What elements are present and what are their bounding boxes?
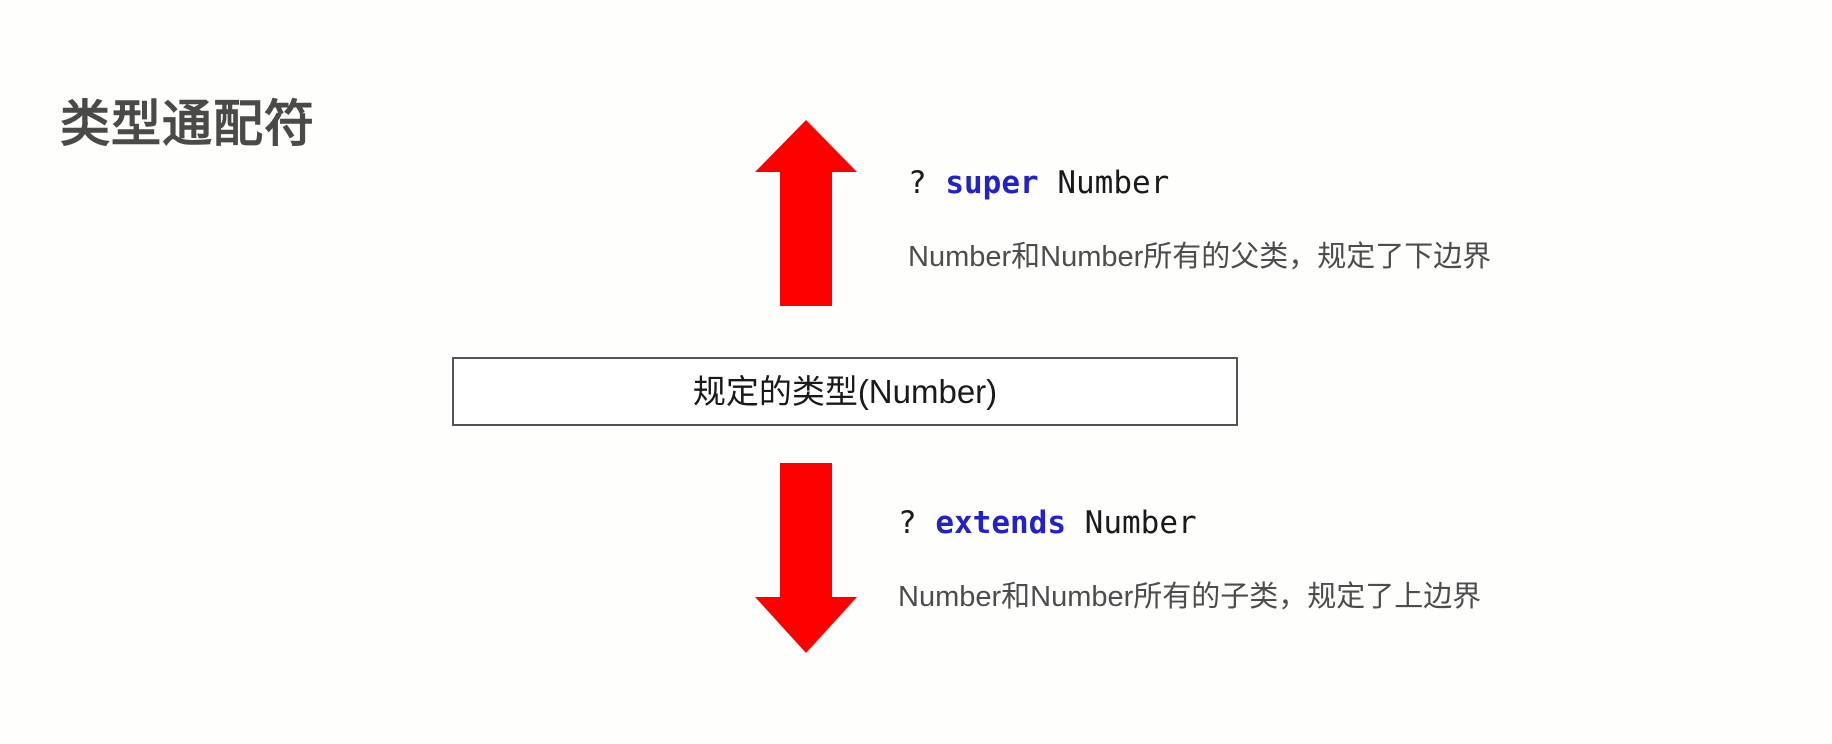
extends-code-line: ? extends Number [898,508,1197,539]
super-wildcard-token: ? [908,165,927,201]
super-code-line: ? super Number [908,168,1169,199]
super-space-1 [927,165,946,201]
extends-type-token: Number [1084,505,1197,541]
extends-keyword-token: extends [935,505,1066,541]
page-title: 类型通配符 [60,96,315,152]
super-space-2 [1039,165,1058,201]
extends-space-2 [1066,505,1085,541]
down-arrow-icon [752,460,860,656]
extends-wildcard-annotation: ? extends Number [898,508,1197,539]
extends-wildcard-token: ? [898,505,917,541]
declared-type-label: 规定的类型(Number) [692,373,998,410]
up-arrow-icon [752,118,860,308]
extends-space-1 [917,505,936,541]
super-caption: Number和Number所有的父类，规定了下边界 [908,241,1492,273]
super-keyword-token: super [945,165,1039,201]
super-type-token: Number [1057,165,1170,201]
extends-caption: Number和Number所有的子类，规定了上边界 [898,581,1482,613]
super-wildcard-annotation: ? super Number [908,168,1169,199]
declared-type-box: 规定的类型(Number) [452,357,1238,426]
